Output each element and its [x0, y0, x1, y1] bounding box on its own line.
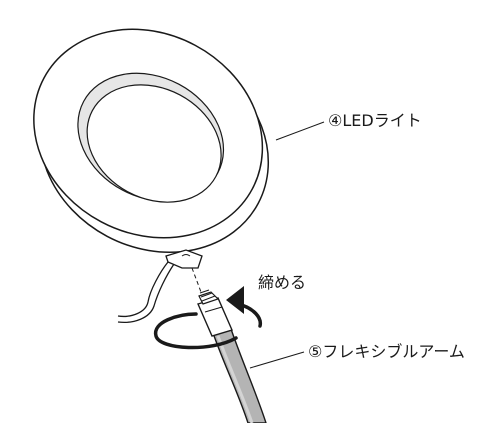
led-ring-light [33, 28, 270, 253]
rotation-arrowhead [226, 286, 244, 314]
ring-mount-hole [181, 254, 191, 257]
threaded-screw [198, 289, 220, 305]
flexible-arm-label: ⑤フレキシブルアーム [308, 342, 465, 361]
ring-mount-block [165, 249, 203, 269]
arm-connector-seam [204, 306, 223, 313]
alignment-guide [191, 267, 202, 293]
led-light-leader-line [275, 121, 325, 141]
flexible-arm-leader-line [249, 351, 305, 369]
led-light-label: ④LEDライト [328, 111, 422, 130]
power-cable [117, 261, 169, 318]
power-cable-inner [117, 263, 175, 324]
tighten-label: 締める [258, 273, 306, 292]
